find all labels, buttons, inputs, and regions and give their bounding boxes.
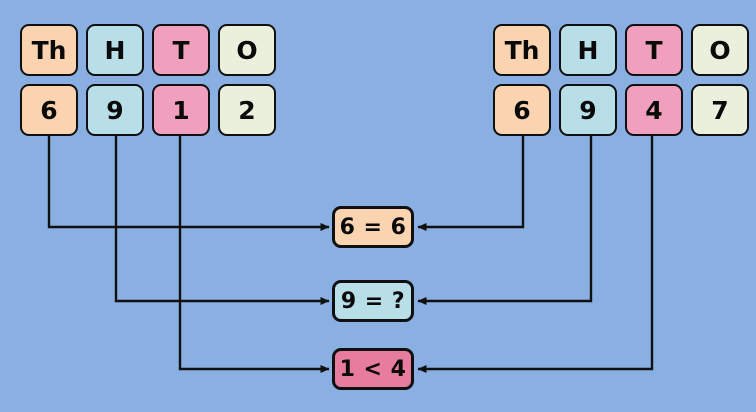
connector-right-tens [417, 128, 654, 373]
right-place-value-table: Th H T O 6 9 4 7 [493, 24, 749, 136]
right-header-ones: O [691, 24, 749, 76]
left-digit-hundreds: 9 [86, 84, 144, 136]
connector-left-thousands [47, 128, 330, 231]
right-header-hundreds: H [559, 24, 617, 76]
right-digit-thousands: 6 [493, 84, 551, 136]
left-header-thousands: Th [20, 24, 78, 76]
connector-left-tens [178, 128, 330, 373]
connector-left-hundreds [114, 128, 330, 305]
left-digit-row: 6 9 1 2 [20, 84, 276, 136]
right-header-tens: T [625, 24, 683, 76]
right-digit-hundreds: 9 [559, 84, 617, 136]
right-header-row: Th H T O [493, 24, 749, 76]
left-digit-thousands: 6 [20, 84, 78, 136]
right-digit-tens: 4 [625, 84, 683, 136]
comparison-box-hundreds: 9 = ? [332, 280, 414, 322]
left-digit-tens: 1 [152, 84, 210, 136]
comparison-box-thousands: 6 = 6 [332, 206, 414, 248]
left-header-ones: O [218, 24, 276, 76]
left-digit-ones: 2 [218, 84, 276, 136]
connector-right-hundreds [417, 128, 593, 305]
right-digit-row: 6 9 4 7 [493, 84, 749, 136]
left-place-value-table: Th H T O 6 9 1 2 [20, 24, 276, 136]
right-digit-ones: 7 [691, 84, 749, 136]
connector-right-thousands [417, 128, 525, 231]
comparison-box-tens: 1 < 4 [332, 348, 414, 390]
right-header-thousands: Th [493, 24, 551, 76]
left-header-row: Th H T O [20, 24, 276, 76]
left-header-hundreds: H [86, 24, 144, 76]
left-header-tens: T [152, 24, 210, 76]
